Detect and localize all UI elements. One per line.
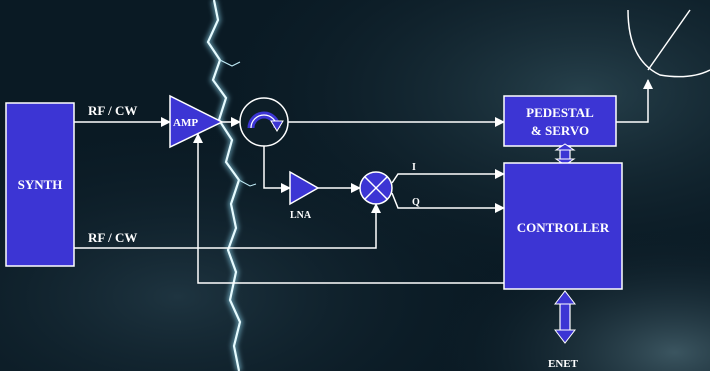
circulator-to-lna-wire xyxy=(263,146,291,193)
rf-cw-bottom-label: RF / CW xyxy=(88,230,137,245)
i-label: I xyxy=(412,162,416,173)
lna-label: LNA xyxy=(290,210,312,221)
pedestal-servo-block: PEDESTAL & SERVO xyxy=(503,95,617,147)
pedestal-label-line1: PEDESTAL xyxy=(526,105,594,120)
lna-block: LNA xyxy=(289,170,320,221)
synth-block: SYNTH xyxy=(5,102,75,267)
i-output-wire xyxy=(391,169,505,184)
pedestal-controller-link xyxy=(554,143,576,166)
lightning-bolt xyxy=(204,0,257,371)
antenna-dish-icon xyxy=(627,9,710,78)
q-label: Q xyxy=(412,197,420,208)
controller-label: CONTROLLER xyxy=(517,220,610,235)
enet-link xyxy=(553,290,577,344)
synth-label: SYNTH xyxy=(18,177,63,192)
amp-label: AMP xyxy=(173,117,198,129)
controller-to-amp-wire xyxy=(193,133,504,284)
rf-cw-top-label: RF / CW xyxy=(88,103,137,118)
controller-block: CONTROLLER xyxy=(503,162,623,290)
amp-block: AMP xyxy=(169,94,224,149)
circulator xyxy=(239,97,289,147)
mixer-icon xyxy=(359,171,393,205)
pedestal-label-line2: & SERVO xyxy=(531,123,589,138)
enet-label: ENET xyxy=(548,358,579,370)
q-output-wire xyxy=(391,192,505,213)
rf-cw-bottom-wire xyxy=(74,203,381,249)
pedestal-to-antenna-wire xyxy=(616,79,653,123)
